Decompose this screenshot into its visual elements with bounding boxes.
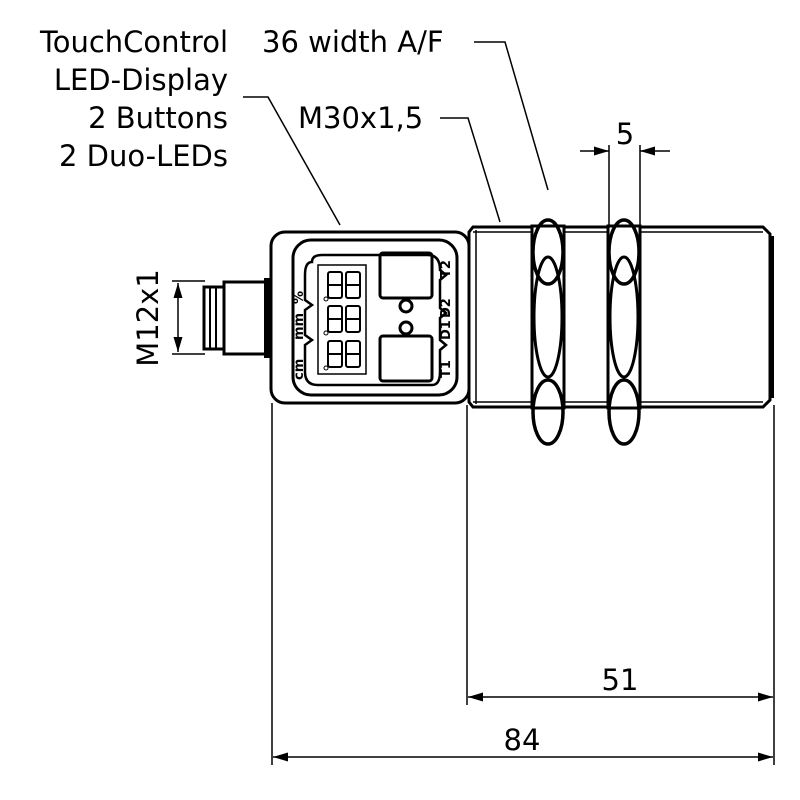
label-thread: M30x1,5 [298, 101, 423, 135]
features-leader [243, 96, 341, 226]
hex-leader [474, 41, 549, 191]
hex-nut-1 [530, 218, 566, 446]
led-d1 [398, 320, 414, 336]
label-duo-leds: 2 Duo-LEDs [59, 139, 228, 173]
dim-nut-thickness: 5 [616, 117, 634, 151]
button-t2 [378, 251, 434, 300]
button-t1 [378, 334, 434, 383]
label-touchcontrol: TouchControl [39, 25, 228, 59]
dim-barrel-length: 51 [602, 663, 639, 697]
label-m12: M12x1 [131, 269, 165, 367]
label-d1: D1 [439, 320, 454, 340]
label-buttons: 2 Buttons [88, 101, 228, 135]
label-hex-width: 36 width A/F [262, 25, 444, 59]
unit-percent: % [292, 291, 307, 304]
dim-total-length: 84 [504, 723, 541, 757]
led-display [317, 264, 367, 375]
unit-mm: mm [292, 313, 307, 340]
sensor-head: cm mm % T1 D1 D2 T2 [269, 230, 471, 405]
label-d2: D2 [439, 298, 454, 318]
thread-leader [440, 117, 501, 223]
m12-connector [202, 278, 270, 358]
led-d2 [398, 298, 414, 314]
hex-nut-2 [606, 218, 642, 446]
label-t2: T2 [439, 260, 454, 278]
label-led-display: LED-Display [54, 63, 228, 97]
unit-cm: cm [292, 359, 307, 380]
label-t1: T1 [439, 360, 454, 378]
